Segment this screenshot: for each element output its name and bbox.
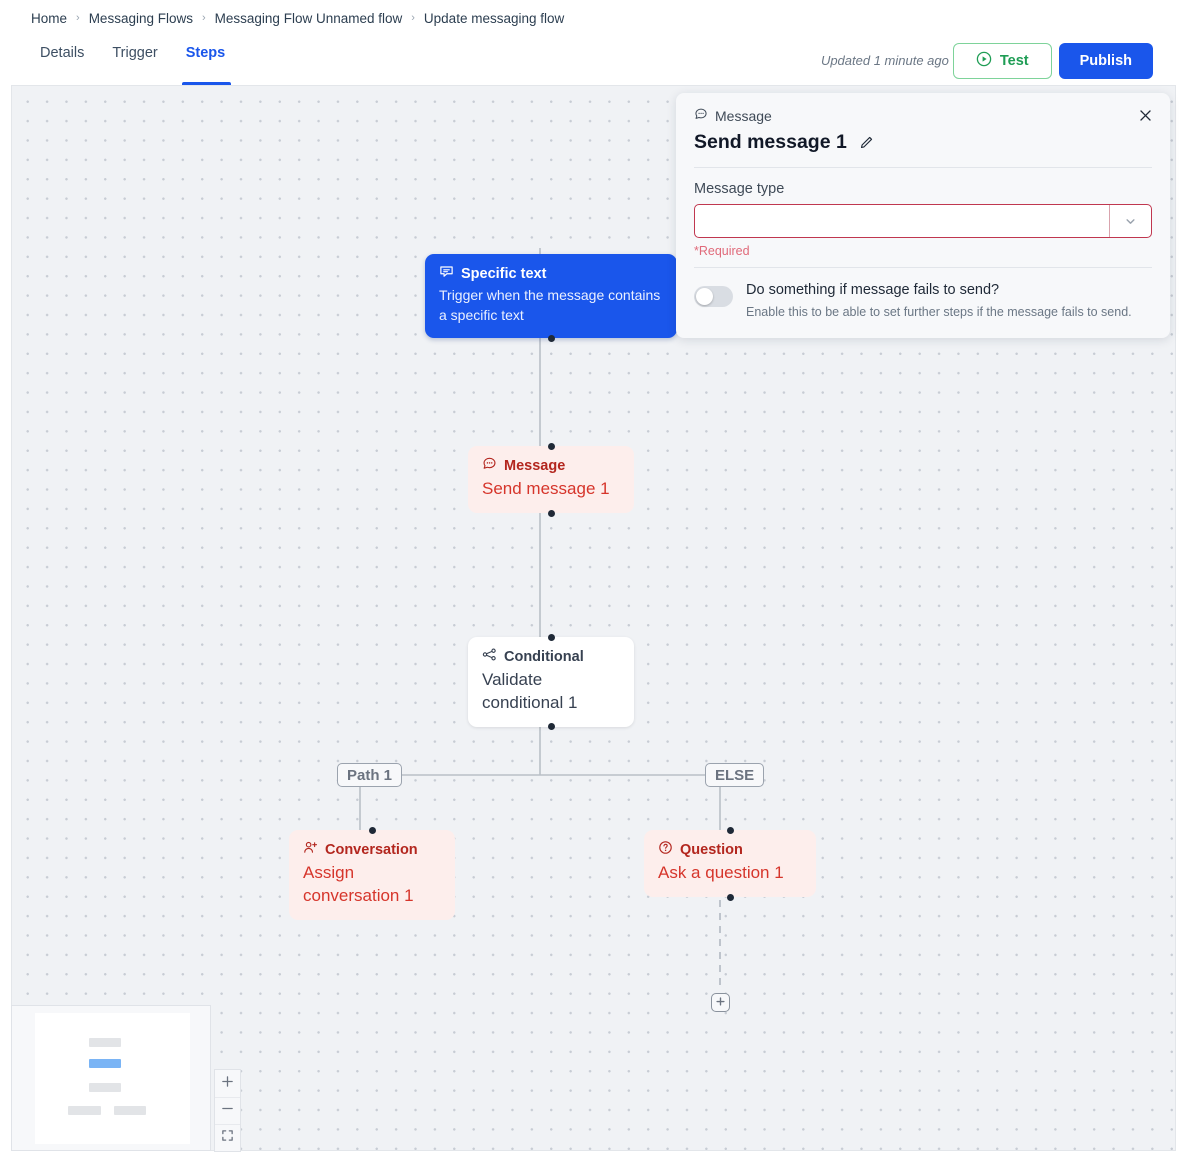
- flow-node-specific-text[interactable]: Specific text Trigger when the message c…: [425, 254, 677, 342]
- breadcrumb-item-flow-name[interactable]: Messaging Flow Unnamed flow: [214, 10, 403, 26]
- flow-node-title: Validate conditional 1: [482, 670, 578, 712]
- updated-timestamp: Updated 1 minute ago: [820, 53, 949, 68]
- fail-handling-row: Do something if message fails to send? E…: [694, 281, 1152, 320]
- publish-button[interactable]: Publish: [1058, 42, 1153, 79]
- minimap-viewport: [35, 1013, 190, 1144]
- flow-node-message[interactable]: Message Send message 1: [468, 442, 634, 517]
- breadcrumb-item-home[interactable]: Home: [31, 10, 68, 26]
- minimap-node: [114, 1106, 146, 1115]
- branch-share-icon: [482, 647, 497, 667]
- flow-node-conditional[interactable]: Conditional Validate conditional 1: [468, 633, 634, 731]
- zoom-in-button[interactable]: [215, 1070, 240, 1097]
- minimap-node-active: [89, 1059, 121, 1068]
- message-type-select[interactable]: [694, 204, 1152, 238]
- panel-title-row: Send message 1: [694, 131, 1152, 154]
- plus-icon: [221, 1075, 234, 1093]
- branch-label-path-1[interactable]: Path 1: [337, 763, 403, 787]
- message-bubble-icon: [694, 107, 708, 124]
- flow-node-header: Specific text: [439, 264, 663, 284]
- minimap-node: [89, 1038, 121, 1047]
- flow-node-kind: Specific text: [461, 265, 547, 282]
- flow-node-kind: Conversation: [325, 841, 418, 858]
- zoom-controls: [214, 1069, 241, 1152]
- breadcrumb-separator-icon: ›: [76, 11, 80, 24]
- minus-icon: [221, 1102, 234, 1120]
- flow-minimap[interactable]: [11, 1005, 211, 1151]
- node-port-in[interactable]: [368, 826, 376, 834]
- fail-handling-label: Do something if message fails to send?: [746, 282, 1000, 298]
- header-actions: Updated 1 minute ago Test Publish: [821, 36, 1187, 85]
- tab-trigger[interactable]: Trigger: [112, 45, 158, 61]
- breadcrumb-item-messaging-flows[interactable]: Messaging Flows: [88, 10, 193, 26]
- pencil-icon[interactable]: [859, 135, 874, 150]
- flow-node-question[interactable]: Question Ask a question 1: [644, 826, 816, 901]
- node-port-out[interactable]: [547, 509, 555, 517]
- message-bubble-icon: [482, 456, 497, 476]
- breadcrumb: Home › Messaging Flows › Messaging Flow …: [0, 0, 1187, 36]
- fail-handling-text: Do something if message fails to send? E…: [746, 281, 1132, 320]
- node-port-out[interactable]: [726, 893, 734, 901]
- flow-node-header: Conversation: [303, 840, 441, 860]
- node-port-in[interactable]: [726, 826, 734, 834]
- user-plus-icon: [303, 840, 318, 860]
- test-button[interactable]: Test: [952, 42, 1052, 79]
- node-port-in[interactable]: [547, 442, 555, 450]
- breadcrumb-separator-icon: ›: [411, 11, 415, 24]
- minimap-node: [68, 1106, 101, 1115]
- flow-node-title: Ask a question 1: [658, 863, 784, 883]
- flow-node-header: Conditional: [482, 647, 620, 667]
- panel-kicker: Message: [694, 107, 1152, 124]
- breadcrumb-item-current: Update messaging flow: [423, 10, 565, 26]
- node-port-out[interactable]: [547, 334, 555, 342]
- flow-node-header: Question: [658, 840, 802, 860]
- divider: [694, 167, 1152, 168]
- test-button-label: Test: [999, 52, 1029, 69]
- add-step-button[interactable]: [711, 993, 730, 1012]
- play-circle-icon: [976, 51, 992, 71]
- node-port-in[interactable]: [547, 633, 555, 641]
- flow-node-kind: Conditional: [504, 648, 584, 665]
- required-note: *Required: [694, 244, 750, 258]
- panel-title: Send message 1: [694, 131, 847, 153]
- zoom-out-button[interactable]: [215, 1097, 240, 1124]
- tab-steps[interactable]: Steps: [172, 36, 240, 85]
- flow-node-title: Send message 1: [482, 479, 610, 499]
- chevron-down-icon[interactable]: [1109, 205, 1151, 237]
- fit-view-button[interactable]: [215, 1124, 240, 1151]
- step-settings-panel: Message Send message 1 Message type: [676, 93, 1170, 339]
- plus-icon: [715, 994, 726, 1012]
- node-port-out[interactable]: [547, 723, 555, 731]
- speech-bubble-icon: [439, 264, 454, 284]
- flow-node-conversation[interactable]: Conversation Assign conversation 1: [289, 826, 455, 920]
- panel-kicker-label: Message: [715, 107, 772, 124]
- flow-edges: [359, 248, 721, 991]
- breadcrumb-separator-icon: ›: [201, 11, 206, 24]
- flow-node-kind: Question: [680, 841, 743, 858]
- flow-node-header: Message: [482, 456, 620, 476]
- fit-screen-icon: [221, 1129, 234, 1147]
- fail-handling-description: Enable this to be able to set further st…: [746, 304, 1132, 319]
- tab-details[interactable]: Details: [40, 45, 85, 61]
- minimap-node: [89, 1083, 121, 1092]
- flow-node-description: Trigger when the message contains a spec…: [439, 287, 661, 324]
- message-type-label: Message type: [694, 181, 785, 197]
- toggle-knob: [696, 288, 713, 305]
- close-icon[interactable]: [1136, 106, 1154, 124]
- flow-node-title: Assign conversation 1: [303, 863, 414, 905]
- branch-label-else[interactable]: ELSE: [705, 763, 765, 787]
- fail-handling-toggle[interactable]: [694, 286, 733, 307]
- divider: [694, 267, 1152, 268]
- question-circle-icon: [658, 840, 673, 860]
- flow-node-kind: Message: [504, 457, 566, 474]
